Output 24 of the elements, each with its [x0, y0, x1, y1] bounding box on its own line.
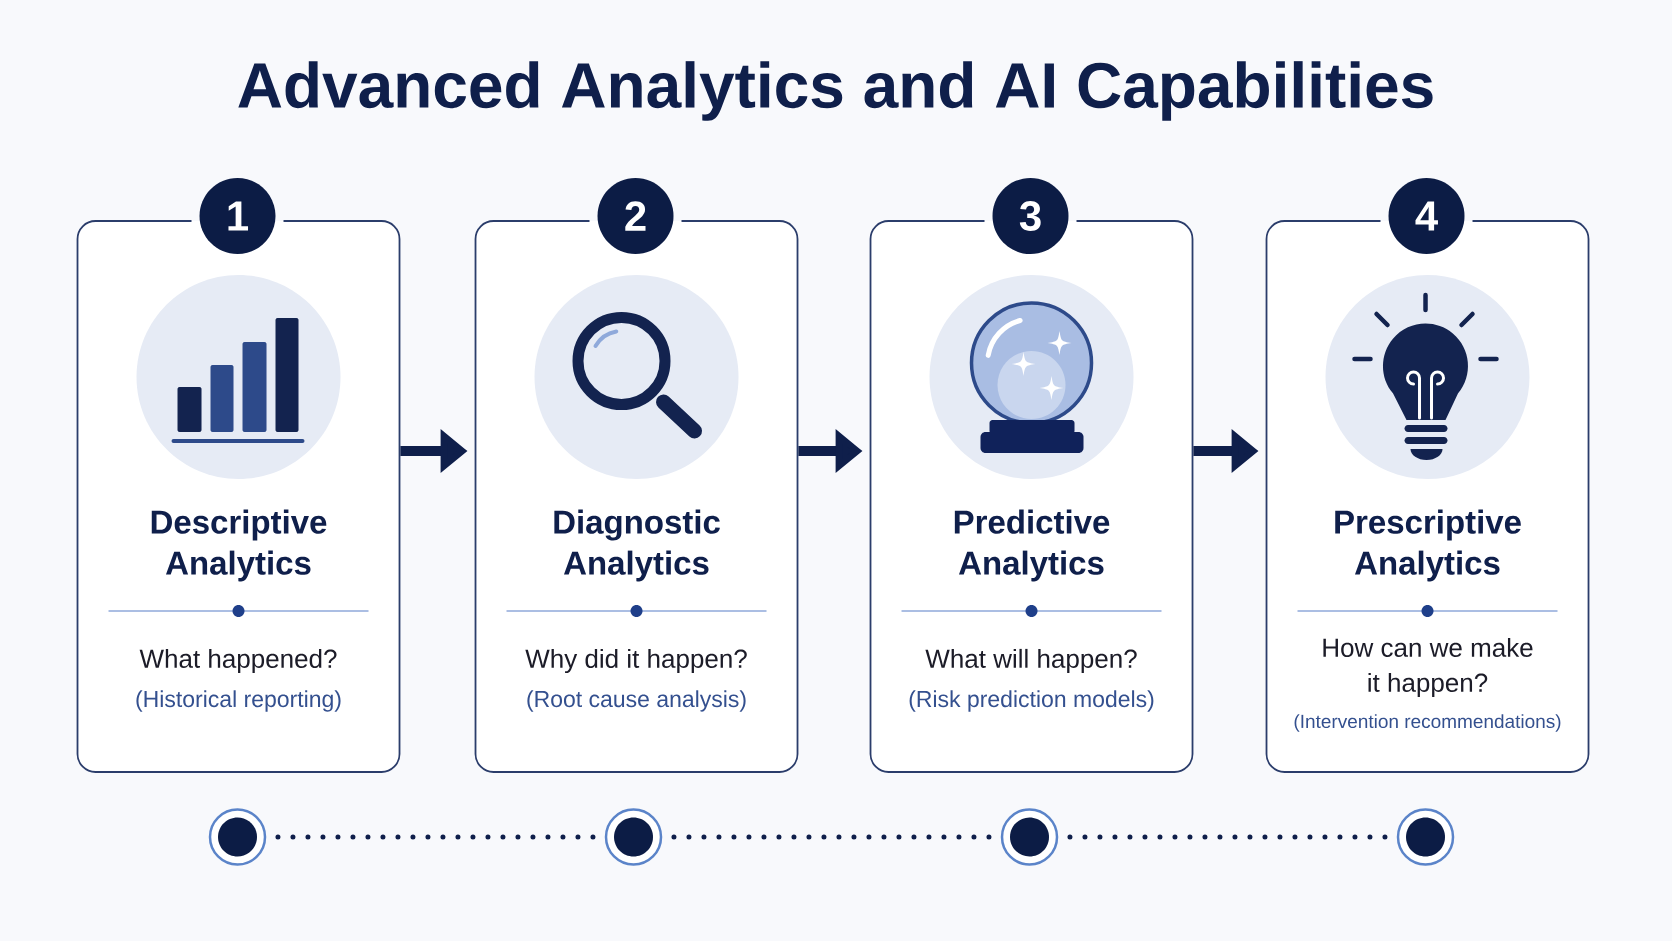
question-text: What will happen?: [925, 648, 1137, 674]
question-text: How can we make it happen?: [1323, 637, 1533, 698]
card-title: Diagnostic Analytics: [554, 509, 720, 582]
card-title: Descriptive Analytics: [151, 509, 327, 582]
number-badge: 2: [597, 178, 674, 254]
timeline-marker: [208, 808, 267, 866]
number-badge: 1: [199, 178, 276, 254]
number-badge: 3: [992, 178, 1069, 254]
title: Advanced Analytics and AI Capabilities: [238, 61, 1433, 121]
dotted-line: [1067, 834, 1388, 840]
description-text: (Historical reporting): [136, 690, 341, 712]
question-text: Why did it happen?: [525, 648, 747, 674]
timeline-marker: [1000, 808, 1059, 866]
dotted-line: [671, 834, 992, 840]
timeline-marker: [1396, 808, 1455, 866]
timeline-marker: [604, 808, 663, 866]
description-text: (Risk prediction models): [909, 690, 1154, 712]
description-text: (Root cause analysis): [527, 690, 746, 712]
question-text: What happened?: [139, 648, 337, 674]
number-badge: 4: [1388, 178, 1465, 254]
card-title: Prescriptive Analytics: [1335, 509, 1521, 582]
description-text: (Intervention recommendations): [1294, 714, 1561, 732]
dotted-line: [275, 834, 596, 840]
card-title: Predictive Analytics: [954, 509, 1110, 582]
